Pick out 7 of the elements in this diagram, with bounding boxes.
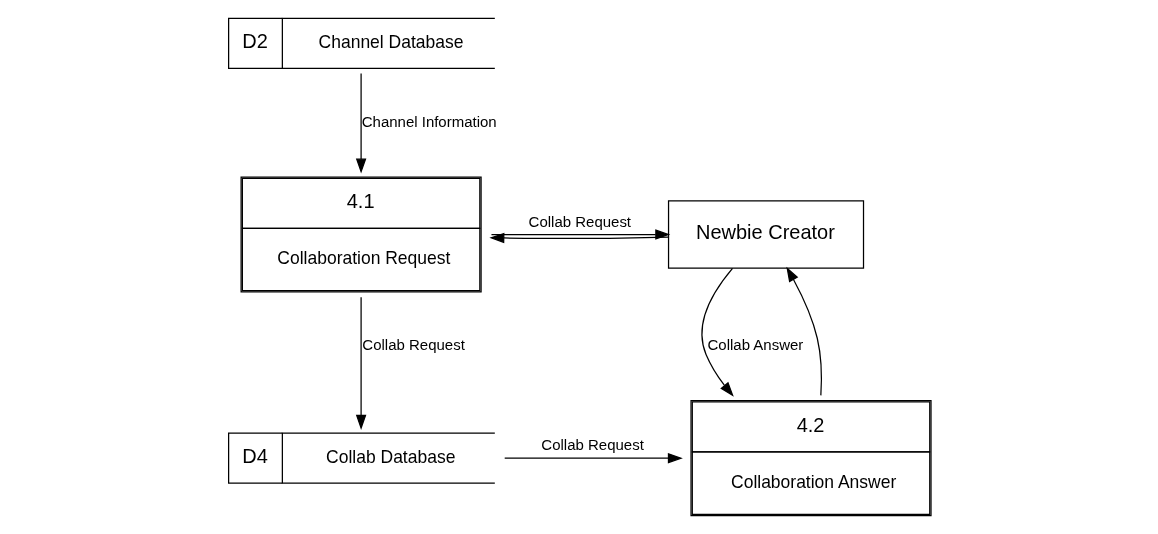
- edge-label: Collab Request: [361, 336, 465, 354]
- edge-label: Collab Request: [540, 436, 644, 454]
- edge-label: Collab Request: [528, 212, 631, 230]
- edge-label: Channel Information: [361, 112, 497, 130]
- node-text: D4 Collab Database: [241, 444, 455, 467]
- node-text: D2 Channel Database: [241, 30, 463, 53]
- edge-label: Collab Answer: [707, 336, 803, 354]
